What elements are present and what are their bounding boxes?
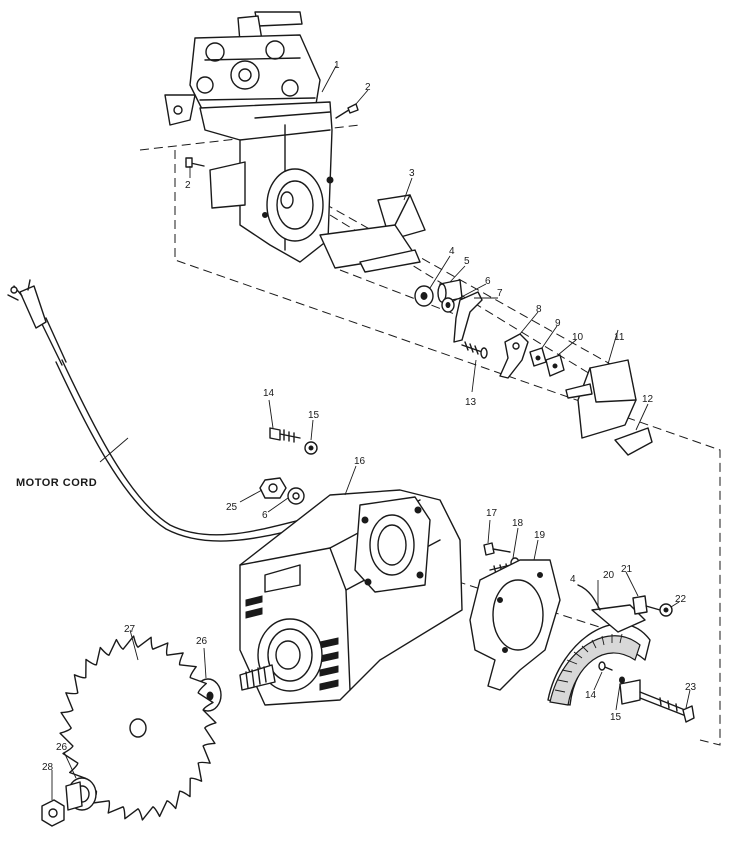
callout-4-upper: 4: [449, 246, 455, 257]
washer-part-6-lower: [287, 487, 305, 505]
callout-15-lower: 15: [610, 712, 622, 723]
yoke-housing: [164, 11, 334, 263]
callout-2-upper: 2: [365, 82, 371, 93]
callout-3: 3: [409, 168, 415, 179]
callout-8: 8: [536, 304, 542, 315]
callout-1: 1: [334, 60, 340, 71]
motor-cord: [7, 279, 303, 542]
washer-part-22: [659, 603, 673, 617]
nut-part-28: [41, 799, 65, 827]
callout-17: 17: [486, 508, 498, 519]
latch-part-7: [453, 291, 483, 343]
saw-blade-part-27: [59, 635, 217, 821]
callout-10: 10: [572, 332, 584, 343]
blade-guard-part-20: [547, 584, 651, 706]
motor-part-16: [239, 489, 463, 706]
screw-part-2-upper: [335, 103, 359, 119]
motor-cord-label: MOTOR CORD: [16, 477, 97, 489]
screw-part-14-lower: [598, 661, 613, 671]
washer-part-4: [414, 285, 434, 307]
callout-26-upper: 26: [196, 636, 208, 647]
grip-part-12: [614, 427, 653, 456]
callout-16: 16: [354, 456, 366, 467]
screw-part-14-upper: [269, 427, 301, 443]
knob-part-23: [619, 679, 695, 723]
callout-6-lower: 6: [262, 510, 268, 521]
lever-part-8: [499, 333, 529, 379]
callout-14-lower: 14: [585, 690, 597, 701]
callout-6-upper: 6: [485, 276, 491, 287]
callout-7: 7: [497, 288, 503, 299]
callout-12: 12: [642, 394, 654, 405]
callout-2-lower: 2: [185, 180, 191, 191]
clip-part-9: [529, 347, 547, 367]
screw-part-13: [461, 341, 488, 359]
callout-26-lower: 26: [56, 742, 68, 753]
clip-part-10: [545, 354, 565, 377]
callout-15-upper: 15: [308, 410, 320, 421]
callout-20: 20: [603, 570, 615, 581]
screw-part-21: [632, 595, 661, 615]
screw-part-17: [483, 542, 511, 556]
callout-numbers: 1 2 2 3 4 5 6 7 8 9 10 11 12 13 14 15 16…: [16, 60, 697, 773]
callout-4-lower: 4: [570, 574, 576, 585]
callout-14-upper: 14: [263, 388, 275, 399]
callout-28: 28: [42, 762, 54, 773]
callout-13: 13: [465, 397, 477, 408]
guard-plate-part-19: [469, 559, 561, 691]
callout-27: 27: [124, 624, 136, 635]
callout-leaders: [51, 65, 691, 800]
screw-part-2-lower: [185, 157, 205, 168]
handle-part-11: [565, 359, 637, 439]
callout-9: 9: [555, 318, 561, 329]
callout-21: 21: [621, 564, 633, 575]
callout-25: 25: [226, 502, 238, 513]
handle-bracket: [319, 194, 426, 273]
callout-22: 22: [675, 594, 687, 605]
nut-part-25: [259, 477, 287, 499]
callout-23: 23: [685, 682, 697, 693]
washer-part-15-upper: [304, 441, 318, 455]
flange-part-26-lower: [65, 777, 97, 811]
washer-part-6-upper: [441, 297, 455, 313]
callout-11: 11: [614, 332, 625, 343]
callout-19: 19: [534, 530, 546, 541]
washer-part-15-lower: [619, 676, 625, 684]
callout-5: 5: [464, 256, 470, 267]
callout-18: 18: [512, 518, 524, 529]
